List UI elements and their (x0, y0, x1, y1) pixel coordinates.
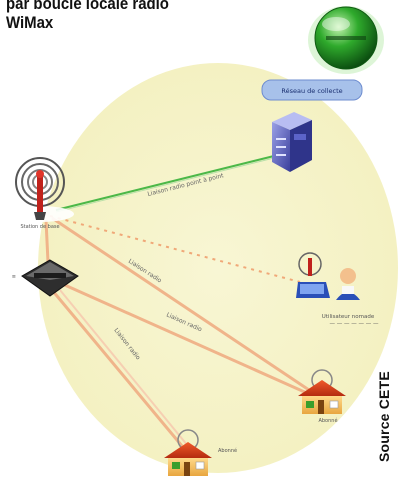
user-node: Utilisateur nomade — — — — — — — (296, 252, 379, 327)
links (44, 154, 319, 447)
relay-node: ≡ (12, 259, 79, 297)
diagram-title: par boucle locale radio WiMax (6, 0, 169, 32)
link-relay-house-bottom-2 (59, 289, 189, 447)
antenna-caption: Station de base (20, 224, 59, 230)
user-laptop-icon (296, 252, 360, 300)
user-caption-2: — — — — — — — (330, 321, 379, 327)
source-credit: Source CETE (376, 371, 392, 462)
title-line-2: WiMax (6, 13, 54, 32)
link-antenna-server (55, 154, 279, 211)
link-antenna-house-right (51, 216, 319, 398)
antenna-node: Station de base (6, 157, 74, 230)
link-antenna-user (49, 215, 301, 283)
house-bottom-node: Abonné (164, 429, 237, 476)
internet-globe-node (308, 6, 384, 74)
link-relay-house-bottom (50, 289, 184, 447)
house-icon (298, 380, 346, 414)
network-tag: Réseau de collecte (261, 79, 363, 101)
user-caption: Utilisateur nomade (322, 314, 375, 320)
relay-caption-left: ≡ (12, 274, 16, 280)
house-right-caption: Abonné (318, 417, 337, 424)
link-antenna-relay (44, 219, 50, 263)
house-right-node: Abonné (298, 369, 346, 424)
house-bottom-caption: Abonné (218, 447, 237, 454)
network-tag-label: Réseau de collecte (281, 87, 342, 95)
coverage-zone (38, 63, 398, 473)
server-node (272, 112, 312, 172)
server-icon (272, 112, 312, 172)
link-relay-house-right (57, 280, 319, 400)
link-antenna-server-shadow (55, 156, 279, 213)
title-line-1: par boucle locale radio (6, 0, 169, 13)
house-icon (164, 442, 212, 476)
relay-icon (21, 259, 79, 297)
